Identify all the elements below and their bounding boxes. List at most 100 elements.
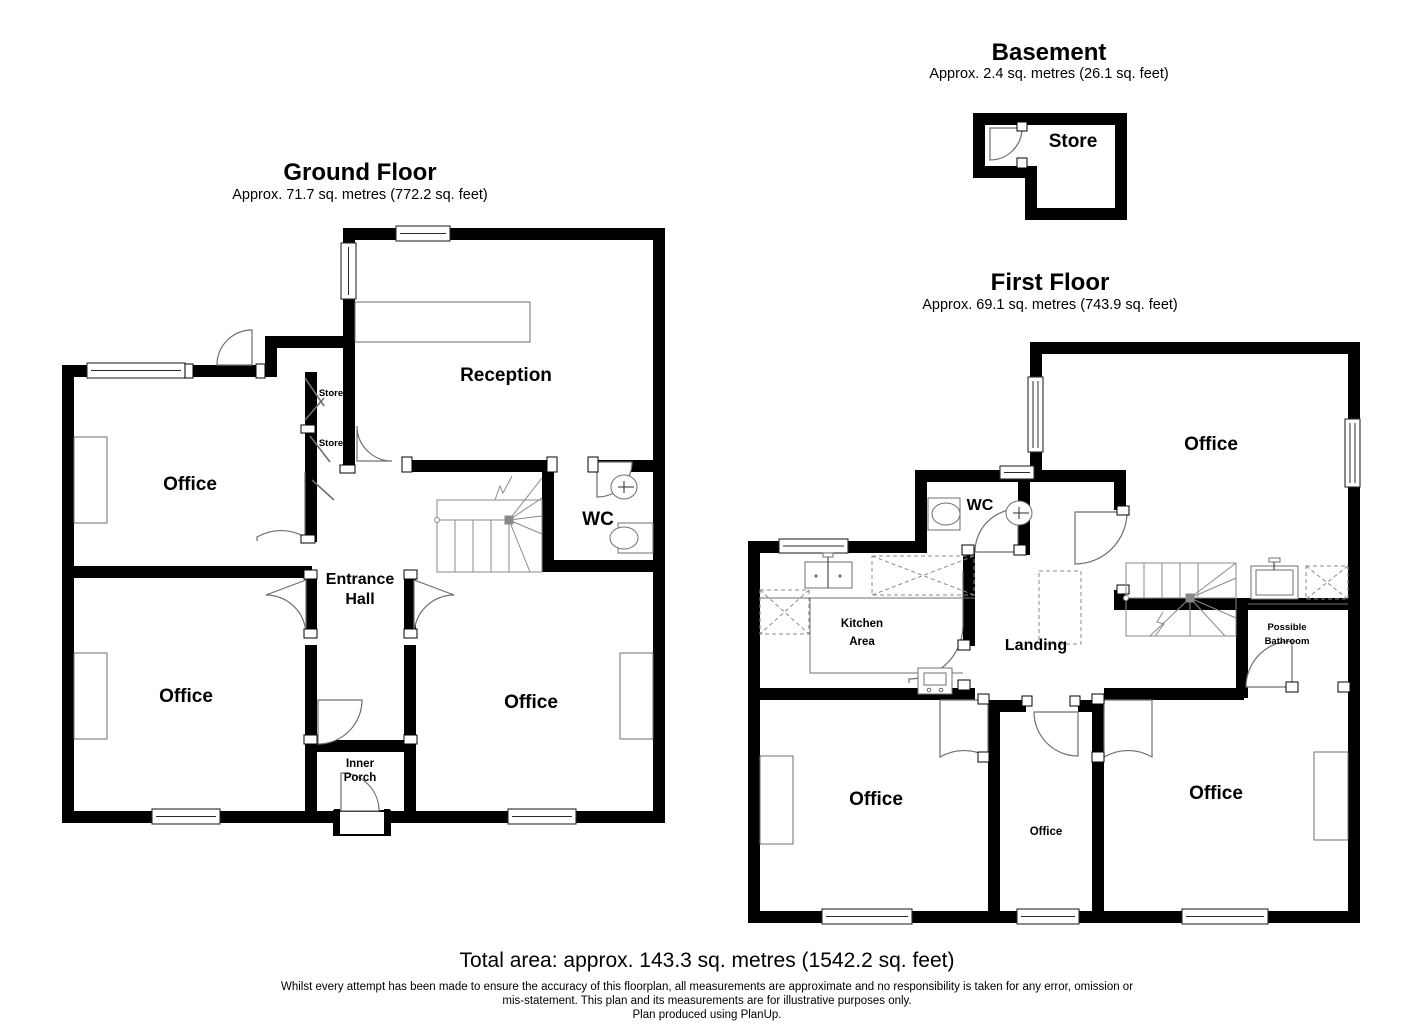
- door-inner-porch: [317, 699, 363, 745]
- radiator-office-topleft: [73, 436, 108, 524]
- room-label-kitchen-2: Area: [849, 636, 875, 648]
- wall-hall-west-lower: [305, 645, 317, 823]
- wall-reception-south: [408, 460, 554, 472]
- jamb-13: [300, 534, 316, 544]
- jamb-ff-10: [1091, 751, 1105, 763]
- door-office-topleft: [216, 329, 253, 366]
- room-label-office-gf-bottomleft: Office: [159, 686, 213, 707]
- jamb-ff-11: [1021, 695, 1033, 707]
- staircase-ground: [434, 475, 543, 573]
- jamb-7: [303, 734, 318, 745]
- window-ff-wc-north: [999, 465, 1035, 480]
- wall-office-mid-east: [1092, 700, 1104, 911]
- room-label-reception: Reception: [460, 365, 552, 386]
- window-ff-office-east: [1344, 418, 1361, 488]
- room-label-entrance-hall-2: Hall: [345, 591, 374, 608]
- jamb-ff-1: [1116, 505, 1130, 516]
- room-label-store-basement: Store: [1049, 131, 1098, 152]
- door-store-lower: [309, 435, 335, 501]
- jamb-11: [587, 456, 599, 473]
- first-floor-subtitle: Approx. 69.1 sq. metres (743.9 sq. feet): [922, 297, 1178, 313]
- window-ff-office-bl-south: [821, 908, 913, 925]
- basement-outer-walls: [973, 113, 1127, 220]
- door-reception-hall: [356, 425, 393, 462]
- wall-office-br-north: [1104, 688, 1244, 700]
- wall-store-lower-east: [343, 424, 355, 472]
- room-label-store-gf-upper: Store: [319, 388, 343, 399]
- room-label-wc-ff: WC: [967, 497, 994, 514]
- wall-hall-east-lower: [404, 645, 416, 823]
- door-porch-outer: [340, 772, 380, 812]
- landing-hatch: [1038, 570, 1082, 645]
- window-office-topleft-north: [86, 362, 186, 379]
- jamb-ff-14: [1337, 681, 1351, 693]
- room-label-office-ff-bottomright: Office: [1189, 783, 1243, 804]
- door-store-upper: [304, 377, 325, 421]
- window-office-bottomleft-south: [151, 808, 221, 825]
- radiator-ff-br: [1313, 751, 1349, 841]
- basement-subtitle: Approx. 2.4 sq. metres (26.1 sq. feet): [929, 66, 1168, 82]
- wall-office-mid-north-left: [1000, 700, 1026, 712]
- door-ff-office-mid: [1033, 711, 1079, 757]
- reception-fixture: [354, 301, 531, 343]
- first-floor-title: First Floor: [991, 269, 1110, 296]
- wall-kitchen-east: [963, 553, 975, 646]
- window-ff-office-mid-south: [1016, 908, 1080, 925]
- wall-office-divider-left: [62, 566, 312, 578]
- disclaimer-line-1: Whilst every attempt has been made to en…: [281, 981, 1133, 993]
- wall-wc-ff-north: [1018, 470, 1126, 482]
- window-ff-kitchen-north: [778, 538, 849, 554]
- ground-floor-plan: Reception Office Office Office Store Sto…: [62, 225, 665, 836]
- room-label-office-ff-bottommid: Office: [1030, 826, 1063, 838]
- jamb-basement-2: [1016, 157, 1028, 169]
- wall-hall-west-upper: [305, 578, 317, 635]
- wall-office-mid-west: [988, 700, 1000, 911]
- jamb-4: [303, 628, 318, 639]
- room-label-inner-porch-2: Porch: [344, 772, 377, 784]
- jamb-12: [300, 424, 316, 434]
- jamb-5: [403, 569, 418, 580]
- room-label-office-ff-topright: Office: [1184, 434, 1238, 455]
- wc-fixtures-ground: [609, 474, 654, 554]
- wc-fixtures-first: [927, 497, 1033, 531]
- bathroom-fixtures: [1248, 557, 1349, 605]
- ground-floor-outer-walls: [62, 228, 665, 823]
- jamb-ff-7: [977, 693, 990, 705]
- jamb-ff-5: [957, 679, 971, 691]
- jamb-ff-2: [1116, 584, 1130, 595]
- porch-step-right: [384, 809, 390, 835]
- staircase-first: [1123, 562, 1237, 637]
- door-ff-office-topright: [1074, 511, 1128, 565]
- jamb-ff-4: [961, 544, 975, 556]
- room-label-office-gf-bottomright: Office: [504, 692, 558, 713]
- room-label-kitchen-1: Kitchen: [841, 618, 883, 630]
- radiator-office-bottomright: [619, 652, 654, 740]
- jamb-ff-6: [957, 639, 971, 651]
- jamb-9: [401, 456, 413, 473]
- jamb-14: [339, 464, 356, 474]
- disclaimer-line-3: Plan produced using PlanUp.: [633, 1009, 782, 1021]
- wall-wc-south: [554, 560, 654, 572]
- wall-inner-porch-north: [316, 740, 416, 752]
- wall-bathroom-west: [1236, 598, 1248, 698]
- room-label-inner-porch-1: Inner: [346, 758, 375, 770]
- jamb-1: [184, 363, 194, 379]
- room-label-landing: Landing: [1005, 637, 1067, 654]
- jamb-2: [255, 363, 266, 379]
- porch-step: [333, 810, 391, 836]
- disclaimer-line-2: mis-statement. This plan and its measure…: [502, 995, 911, 1007]
- first-floor-plan: Office WC Kitchen Area Landing Possible …: [748, 342, 1361, 925]
- jamb-ff-3: [1013, 544, 1027, 556]
- window-ff-landing-west: [1027, 376, 1044, 453]
- jamb-ff-13: [1285, 681, 1299, 693]
- door-basement-store: [989, 127, 1023, 161]
- jamb-ff-9: [1091, 693, 1105, 705]
- ground-floor-title: Ground Floor: [283, 159, 436, 186]
- radiator-ff-bl: [759, 755, 794, 845]
- door-ff-kitchen: [908, 571, 964, 683]
- wall-landing-east-lower: [1114, 590, 1126, 600]
- jamb-ff-8: [977, 751, 990, 763]
- jamb-3: [303, 569, 318, 580]
- jamb-10: [546, 456, 558, 473]
- basement-title: Basement: [992, 39, 1107, 66]
